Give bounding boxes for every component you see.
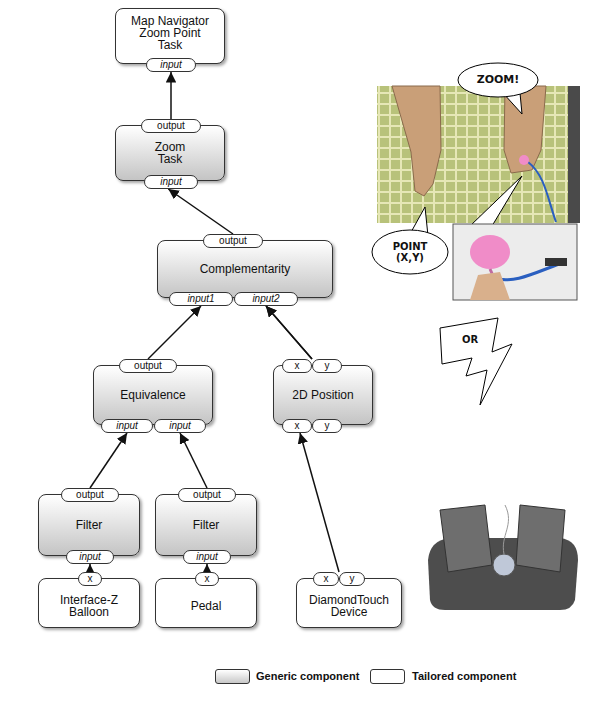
connector-arrow	[206, 564, 208, 572]
port-name: output	[219, 235, 247, 247]
port-pill: output	[119, 359, 177, 373]
connector-arrow	[180, 433, 207, 488]
tailored-component: Pedalx	[155, 578, 257, 628]
connector-arrow	[148, 306, 201, 359]
port-name: x	[324, 573, 329, 585]
port-pill: input	[146, 58, 196, 72]
port-name: input	[79, 551, 101, 563]
legend-text: Tailored component	[412, 669, 516, 684]
port-name: input	[196, 551, 218, 563]
port-name: output	[157, 120, 185, 132]
port-name: output	[134, 360, 162, 372]
port-pill: x	[313, 572, 339, 586]
bubble-text: ZOOM!	[468, 73, 528, 86]
inset-callout	[470, 176, 522, 226]
balloon	[470, 235, 510, 269]
tabletop-photo	[377, 86, 580, 223]
port-name: output	[76, 489, 104, 501]
port-pill: input	[183, 550, 231, 564]
port-pill: x	[195, 572, 219, 586]
port-pill: output	[141, 119, 201, 133]
component-name: Map Navigator Zoom Point Task	[128, 15, 212, 51]
component-name: Interface-Z Balloon	[49, 594, 129, 618]
balloon-photo	[453, 224, 577, 300]
generic-component: Filteroutputinput	[155, 494, 257, 556]
port-name: x	[295, 420, 300, 432]
balloon-small	[519, 155, 529, 165]
pedal	[440, 505, 492, 572]
port-pill: output	[61, 488, 119, 502]
port-name: input	[116, 420, 138, 432]
pedal-knob	[493, 554, 515, 576]
legend-swatch	[215, 669, 250, 684]
table-edge	[568, 86, 580, 223]
generic-component: Equivalenceoutputinputinput	[93, 365, 213, 425]
connector-arrow	[266, 306, 312, 359]
port-name: input2	[252, 293, 279, 305]
port-name: y	[325, 360, 330, 372]
speech-bubble	[372, 230, 448, 274]
bubble-text: OR	[452, 334, 488, 346]
generic-component: Complementarityoutputinput1input2	[157, 240, 333, 298]
generic-component: 2D Positionxyxy	[273, 365, 373, 425]
tailored-component: Map Navigator Zoom Point Taskinput	[115, 8, 225, 64]
port-pill: y	[312, 419, 342, 433]
port-pill: input	[101, 419, 153, 433]
hand	[470, 272, 510, 300]
port-pill: y	[312, 359, 342, 373]
tailored-component: Interface-Z Balloonx	[38, 578, 140, 628]
port-name: x	[205, 573, 210, 585]
connector-arrow	[168, 189, 233, 234]
component-name: 2D Position	[292, 389, 353, 401]
tube	[528, 162, 556, 222]
speech-bubble	[458, 63, 538, 97]
port-pill: x	[282, 359, 312, 373]
connector-arrow	[89, 564, 91, 572]
port-pill: output	[203, 234, 263, 248]
connector-arrow	[300, 433, 339, 572]
port-pill: y	[339, 572, 365, 586]
component-name: Complementarity	[200, 263, 291, 275]
connector-arrow	[90, 433, 127, 488]
port-pill: input1	[169, 292, 233, 306]
component-name: Pedal	[191, 600, 222, 612]
generic-component: Zoom Taskoutputinput	[115, 125, 225, 181]
component-name: DiamondTouch Device	[303, 594, 395, 618]
port-name: input	[160, 176, 182, 188]
connector-arrow	[266, 306, 312, 359]
port-name: input	[160, 59, 182, 71]
component-name: Equivalence	[120, 389, 185, 401]
connector-arrow	[170, 72, 172, 119]
port-name: x	[295, 360, 300, 372]
sensor	[545, 258, 567, 266]
tailored-component: DiamondTouch Devicexy	[296, 578, 402, 628]
port-name: y	[325, 420, 330, 432]
bubble-text: POINT (X,Y)	[385, 241, 435, 263]
right-arm	[504, 86, 546, 173]
generic-component: Filteroutputinput	[38, 494, 140, 556]
pedal-cable	[503, 505, 508, 554]
port-name: input1	[187, 293, 214, 305]
legend-swatch	[370, 669, 405, 684]
port-name: output	[193, 489, 221, 501]
port-name: x	[88, 573, 93, 585]
component-name: Zoom Task	[148, 141, 193, 165]
left-arm	[392, 86, 441, 196]
port-pill: x	[282, 419, 312, 433]
port-pill: input	[144, 175, 198, 189]
component-name: Filter	[76, 519, 103, 531]
or-bolt	[440, 318, 512, 405]
pedal	[516, 505, 565, 572]
port-name: y	[350, 573, 355, 585]
component-name: Filter	[193, 519, 220, 531]
port-pill: x	[78, 572, 102, 586]
port-name: input	[169, 420, 191, 432]
port-pill: input2	[234, 292, 298, 306]
port-pill: input	[154, 419, 206, 433]
legend-text: Generic component	[256, 669, 359, 684]
port-pill: input	[66, 550, 114, 564]
port-pill: output	[178, 488, 236, 502]
